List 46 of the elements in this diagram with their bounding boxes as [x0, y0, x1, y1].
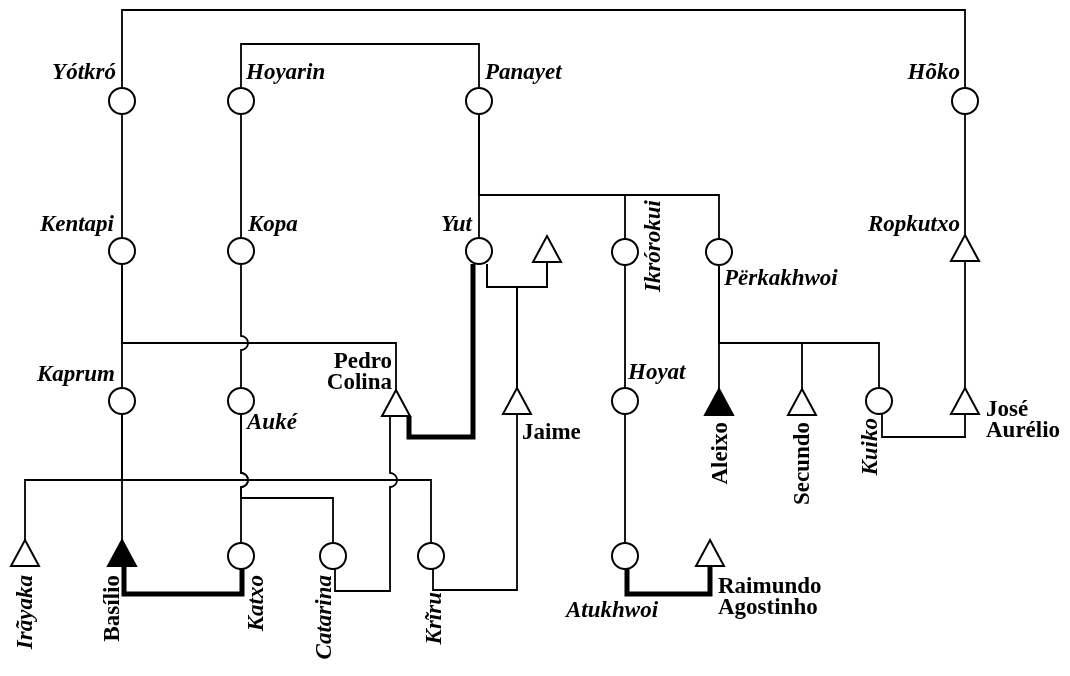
person-name: Catarina: [312, 575, 335, 660]
kinship-line: [881, 413, 966, 438]
kinship-line: [121, 263, 397, 391]
kinship-line: [516, 261, 548, 389]
kinship-line: [964, 113, 966, 236]
person-name: Përkakhwoi: [724, 266, 838, 289]
kinship-line: [624, 413, 626, 544]
kinship-line: [406, 264, 476, 440]
person-name: Ikrórokui: [641, 200, 664, 293]
person-name: José Aurélio: [986, 398, 1061, 441]
person-name: Basílio: [100, 575, 123, 642]
kinship-line: [240, 113, 242, 239]
kinship-line: [240, 413, 334, 544]
person-name: Panayet: [485, 60, 562, 83]
person-name: Auké: [247, 410, 297, 433]
person-name: Krĩru: [422, 592, 445, 645]
kinship-line: [432, 413, 518, 591]
person-name: Kuiko: [858, 418, 881, 476]
person-name: Ropkutxo: [867, 212, 960, 235]
person-name: Kopa: [248, 212, 298, 235]
kinship-line: [121, 566, 245, 597]
kinship-line: [240, 263, 249, 389]
person-name: Kentapi: [39, 212, 114, 235]
person-name: Yut: [440, 212, 472, 235]
person-name: Hoyarin: [246, 60, 326, 83]
person-name: Secundo: [790, 422, 813, 506]
person-name: Kaprum: [37, 362, 115, 385]
kinship-line: [964, 260, 966, 389]
person-name: Aleixo: [708, 422, 731, 485]
person-name: Katxo: [244, 575, 267, 632]
person-name: Hoyat: [628, 360, 686, 383]
person-name: Jaime: [522, 420, 581, 443]
kinship-line: [718, 264, 880, 389]
person-name: Irãyaka: [13, 575, 36, 650]
person-name: Hõko: [907, 60, 960, 83]
person-name: Yótkró: [52, 60, 116, 83]
kinship-line: [334, 415, 398, 592]
person-name: Atukhwoi: [566, 598, 659, 621]
kinship-line: [624, 264, 626, 389]
kinship-line: [121, 9, 966, 89]
kinship-line: [624, 566, 713, 597]
person-name: Raimundo Agostinho: [718, 575, 822, 618]
kinship-line: [240, 43, 480, 89]
person-name: Pedro Colina: [326, 350, 392, 393]
kinship-line: [478, 113, 720, 240]
kinship-line: [121, 113, 123, 239]
